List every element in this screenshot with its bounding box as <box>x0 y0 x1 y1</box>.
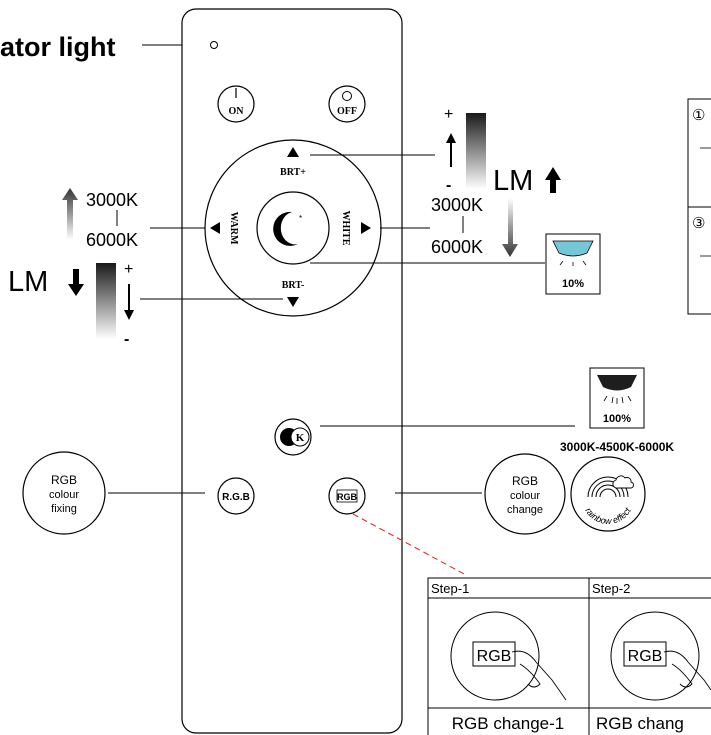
full-lamp-card: 100% <box>589 367 645 429</box>
step-1-key: RGB <box>477 648 512 665</box>
triangle-down-icon <box>287 297 299 307</box>
rgb-change-label: RGB <box>337 492 358 502</box>
cct-cycle-label: 3000K-4500K-6000K <box>560 440 674 454</box>
triangle-up-icon <box>287 147 299 157</box>
cloud-icon <box>612 475 634 489</box>
arrow-up-icon <box>62 188 78 240</box>
left-temp-indicator: 3000K 6000K <box>62 188 138 250</box>
k-label: K <box>296 432 305 444</box>
brightness-gradient-bar <box>96 263 116 339</box>
rgb-change-badge-line3: change <box>507 504 543 516</box>
step-2-title: Step-2 <box>592 581 630 596</box>
triangle-right-icon <box>361 222 371 234</box>
lm-up-label: LM <box>493 165 533 197</box>
brt-down-button[interactable]: BRT- <box>282 280 305 307</box>
k-button[interactable]: K <box>274 418 312 456</box>
star-icon: * <box>299 214 302 223</box>
side-num-3: ③ <box>692 216 705 232</box>
lamp-blue-icon <box>552 240 594 257</box>
rgb-fix-badge: RGB colour fixing <box>22 451 106 535</box>
arrow-down-icon <box>68 269 84 296</box>
lm-down-label: LM <box>8 266 48 298</box>
rgb-fix-badge-line2: colour <box>49 489 79 501</box>
night-mode-button[interactable]: * <box>256 191 330 265</box>
left-minus: - <box>124 331 129 348</box>
dashed-leader-steps <box>352 513 467 576</box>
right-temp-bottom: 6000K <box>431 237 483 257</box>
right-plus: + <box>444 106 453 123</box>
rgb-fix-badge-line1: RGB <box>51 473 77 487</box>
hand-icon-2 <box>663 650 711 691</box>
moon-icon <box>273 211 298 246</box>
step-1: Step-1 RGB RGB change-1 <box>431 581 567 733</box>
rgb-change-badge-line2: colour <box>510 490 540 502</box>
rgb-fix-badge-line3: fixing <box>51 503 77 515</box>
night-percent: 10% <box>562 278 584 290</box>
lamp-dark-icon <box>597 375 637 391</box>
step-2-key: RGB <box>628 648 663 665</box>
full-percent: 100% <box>603 413 631 425</box>
right-temp-indicator: 3000K 6000K <box>431 195 518 257</box>
off-button-label: OFF <box>337 106 357 117</box>
brt-up-button[interactable]: BRT+ <box>280 147 306 178</box>
right-minus: - <box>446 177 451 194</box>
rainbow-badge: rainbow effect <box>570 456 646 532</box>
warm-button[interactable]: WARM <box>210 212 239 245</box>
side-panel: ① ③ <box>687 98 711 315</box>
indicator-led <box>210 41 218 49</box>
remote-body <box>181 8 403 734</box>
on-button-label: ON <box>229 106 245 117</box>
indicator-light-label: ator light <box>0 32 116 62</box>
right-lm-up: + - LM <box>444 106 561 197</box>
triangle-left-icon <box>210 222 220 234</box>
brightness-gradient-bar-right <box>466 113 486 189</box>
right-temp-top: 3000K <box>431 195 483 215</box>
left-temp-top: 3000K <box>86 190 138 210</box>
on-button[interactable]: ON <box>217 85 255 123</box>
rgb-change-button[interactable]: RGB <box>328 477 366 515</box>
brt-down-label: BRT- <box>282 280 305 291</box>
off-button[interactable]: OFF <box>328 85 366 123</box>
step-1-caption: RGB change-1 <box>452 714 564 733</box>
white-button[interactable]: WHITE <box>340 210 371 246</box>
step-1-title: Step-1 <box>431 581 469 596</box>
arrow-up-icon-right <box>545 167 561 193</box>
rgb-fix-label: R.G.B <box>222 492 250 503</box>
steps-panel: Step-1 RGB RGB change-1 Step-2 RGB RGB c… <box>427 577 711 735</box>
step-2-caption: RGB chang <box>596 714 684 733</box>
left-lm-down: LM + - <box>8 261 134 348</box>
rgb-fix-button[interactable]: R.G.B <box>217 477 255 515</box>
rgb-change-badge-line1: RGB <box>512 474 538 488</box>
night-lamp-card: 10% <box>545 233 601 295</box>
hand-icon <box>511 650 567 701</box>
side-num-1: ① <box>692 108 705 124</box>
left-temp-bottom: 6000K <box>86 230 138 250</box>
warm-label: WARM <box>228 212 239 245</box>
brt-up-label: BRT+ <box>280 167 306 178</box>
left-plus: + <box>124 261 133 278</box>
white-label: WHITE <box>340 210 351 245</box>
rgb-change-badge: RGB colour change <box>484 453 566 535</box>
arrow-down-icon-right <box>502 198 518 257</box>
rainbow-icon <box>587 476 629 498</box>
step-2: Step-2 RGB RGB chang <box>592 581 711 733</box>
